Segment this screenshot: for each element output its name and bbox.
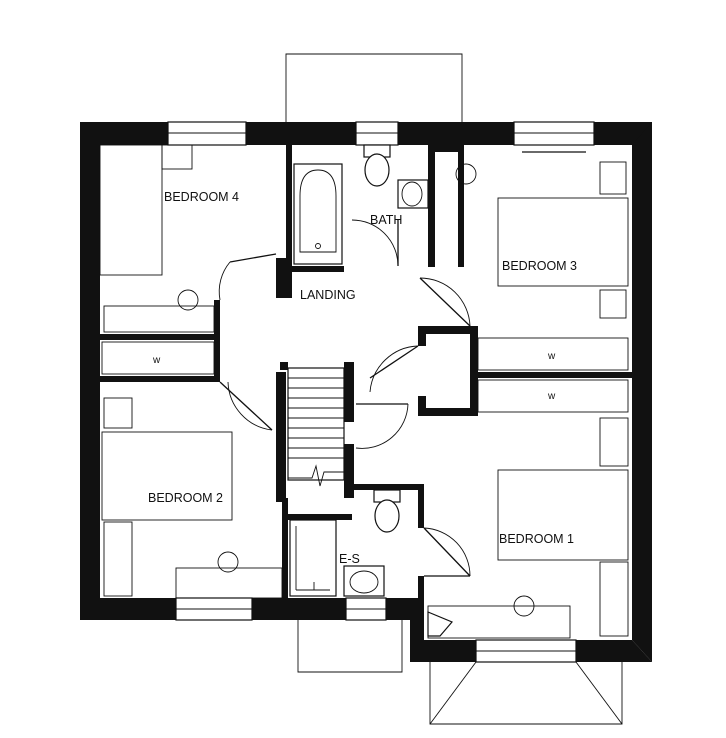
room-label-es: E-S (339, 552, 360, 566)
wardrobe-label-right-bottom: w (547, 391, 556, 402)
wardrobe-label-left: w (152, 355, 161, 366)
bay-window-bottom-right (429, 661, 623, 725)
room-label-bedroom-2: BEDROOM 2 (148, 491, 223, 505)
external-walls (80, 122, 652, 662)
internal-walls (100, 145, 632, 598)
wardrobe-label-right-top: w (547, 351, 556, 362)
balcony-top (285, 53, 463, 122)
doors (218, 219, 471, 577)
furniture (99, 144, 629, 639)
room-label-bedroom-3: BEDROOM 3 (502, 259, 577, 273)
porch-bottom-left (297, 620, 403, 673)
room-label-landing: LANDING (300, 288, 356, 302)
staircase (280, 362, 352, 487)
windows (167, 121, 595, 663)
room-label-bedroom-1: BEDROOM 1 (499, 532, 574, 546)
room-label-bath: BATH (370, 213, 402, 227)
room-label-bedroom-4: BEDROOM 4 (164, 190, 239, 204)
bathroom-fixtures (289, 144, 453, 637)
